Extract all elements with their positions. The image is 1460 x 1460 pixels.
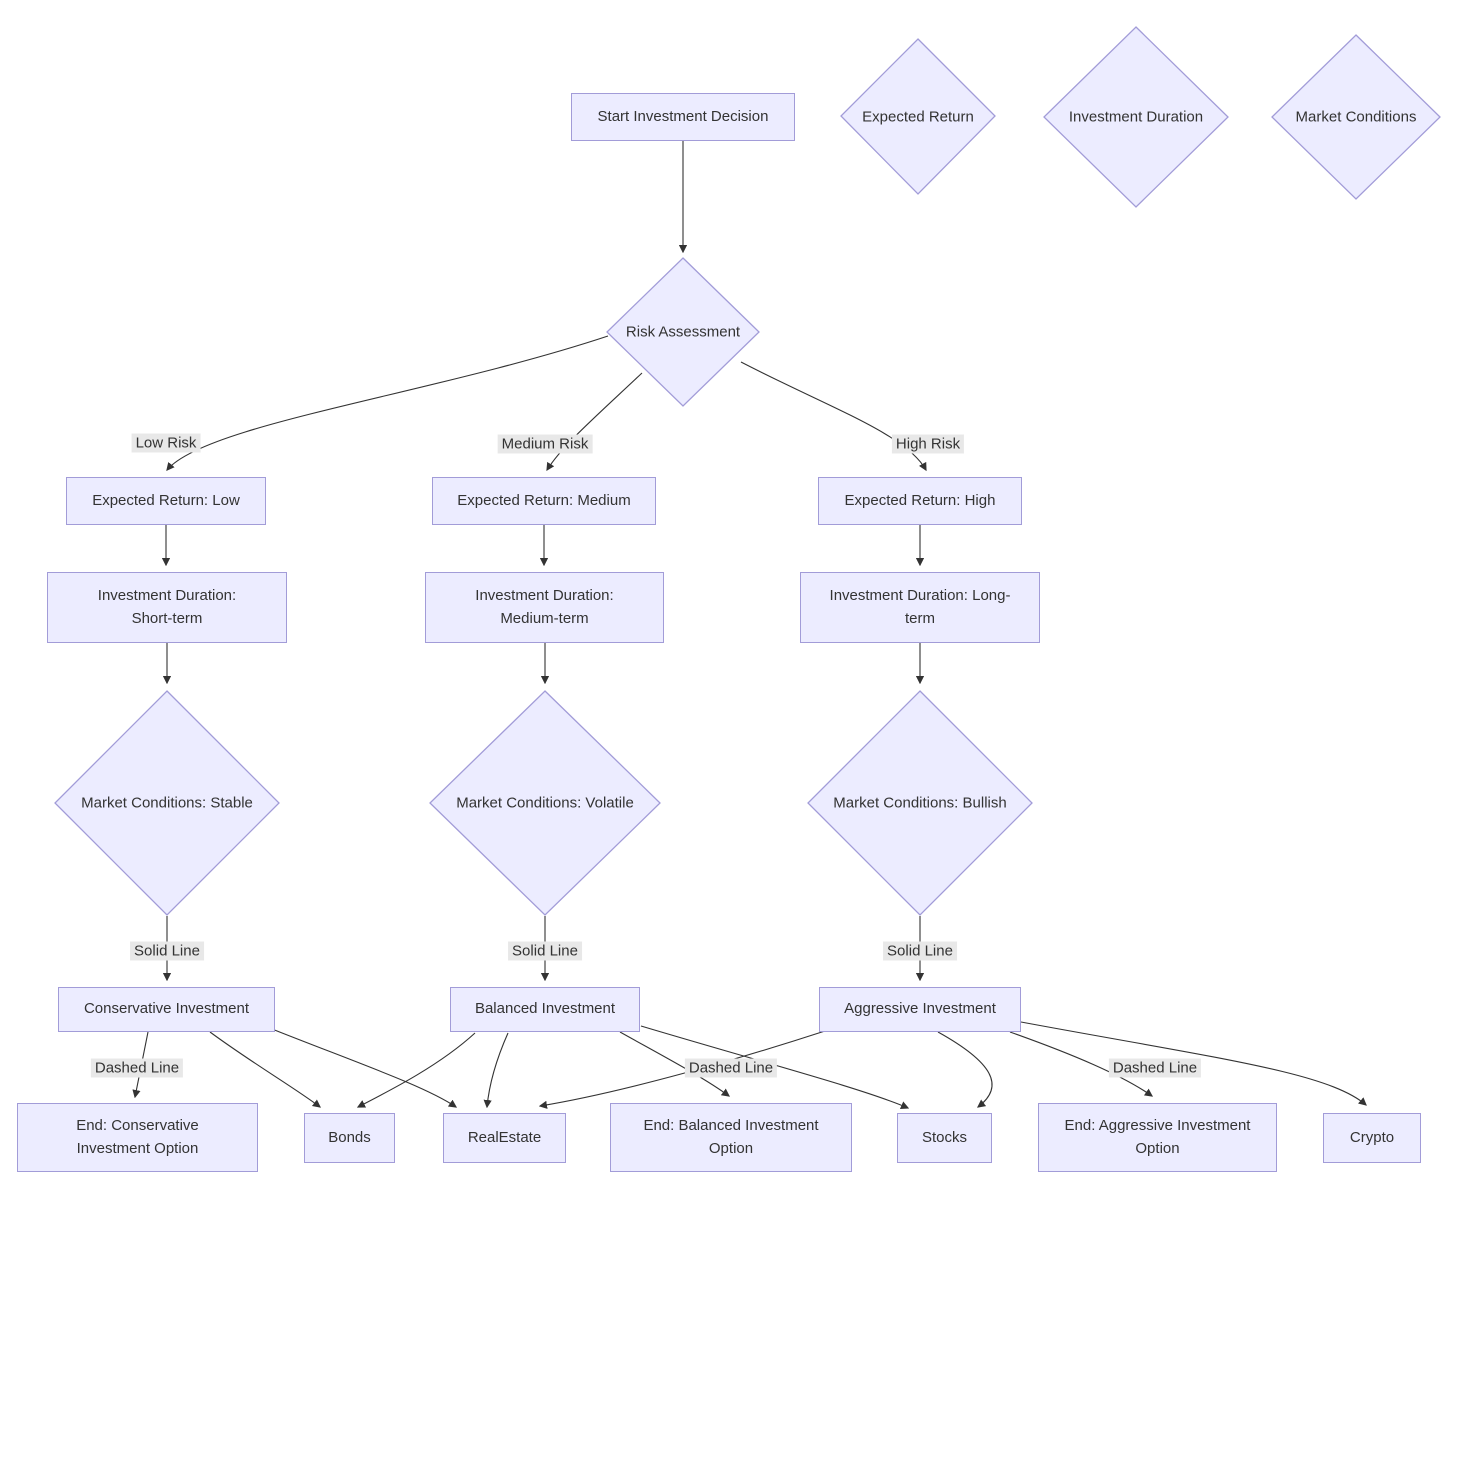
edge-label-low-risk: Low Risk [131,433,201,453]
node-risk-assessment-shape [606,257,760,407]
edge-label-high-risk: High Risk [891,434,965,454]
node-end-balanced-label: End: Balanced Investment Option [643,1117,819,1157]
node-risk-assessment-label: Risk Assessment [625,323,741,341]
node-balanced: Balanced Investment [450,987,640,1032]
node-id-long-label: Investment Duration: Long- term [829,587,1011,627]
node-conservative-label: Conservative Investment [83,1000,250,1018]
edge-risk-to-er-medium [546,372,643,472]
node-er-low: Expected Return: Low [66,477,266,525]
node-id-medium-label: Investment Duration: Medium-term [475,587,614,627]
node-conservative: Conservative Investment [58,987,275,1032]
edge-label-dashed-line-1: Dashed Line [90,1058,184,1078]
node-bonds-label: Bonds [328,1128,371,1146]
edge-aggressive-to-stocks [937,1031,993,1108]
edge-aggressive-to-crypto [1020,1021,1367,1106]
node-expected-return-shape [840,38,996,195]
node-mc-stable-label: Market Conditions: Stable [81,794,253,812]
node-balanced-label: Balanced Investment [474,1000,616,1018]
node-crypto-label: Crypto [1349,1128,1395,1146]
node-end-balanced: End: Balanced Investment Option [610,1103,852,1172]
edge-label-solid-line-3: Solid Line [883,941,957,961]
node-mc-bullish-shape [807,690,1033,916]
edge-conservative-to-realestate [271,1028,458,1108]
node-mc-bullish-label: Market Conditions: Bullish [833,794,1007,812]
node-aggressive-label: Aggressive Investment [844,1000,996,1018]
node-id-short: Investment Duration: Short-term [47,572,287,643]
edge-balanced-to-end [619,1031,730,1097]
node-market-conditions-shape [1271,34,1441,200]
node-mc-volatile-label: Market Conditions: Volatile [456,794,634,812]
node-market-conditions-label: Market Conditions [1295,108,1417,126]
node-end-aggressive-label: End: Aggressive Investment Option [1064,1117,1251,1157]
node-start: Start Investment Decision [571,93,795,141]
edge-label-solid-line-2: Solid Line [508,941,582,961]
node-realestate-label: RealEstate [467,1128,542,1146]
node-id-short-label: Investment Duration: Short-term [97,587,237,627]
node-id-medium: Investment Duration: Medium-term [425,572,664,643]
edge-aggressive-to-realestate [538,1030,826,1109]
node-end-aggressive: End: Aggressive Investment Option [1038,1103,1277,1172]
edge-risk-to-er-high [740,361,927,472]
node-er-medium-label: Expected Return: Medium [457,491,631,509]
node-realestate: RealEstate [443,1113,566,1163]
edge-label-medium-risk: Medium Risk [497,434,593,454]
node-crypto: Crypto [1323,1113,1421,1163]
node-mc-stable-shape [54,690,280,916]
edge-label-dashed-line-2: Dashed Line [684,1058,778,1078]
node-investment-duration-shape [1043,26,1229,208]
node-stocks: Stocks [897,1113,992,1163]
node-id-long: Investment Duration: Long- term [800,572,1040,643]
edge-balanced-to-stocks [640,1025,910,1110]
node-mc-volatile-shape [429,690,661,916]
node-investment-duration-label: Investment Duration [1068,108,1204,126]
edge-balanced-to-realestate [483,1032,509,1109]
node-er-high-label: Expected Return: High [844,491,996,509]
node-er-medium: Expected Return: Medium [432,477,656,525]
node-er-high: Expected Return: High [818,477,1022,525]
node-end-conservative: End: Conservative Investment Option [17,1103,258,1172]
edge-aggressive-to-end [1009,1031,1154,1097]
edge-label-dashed-line-3: Dashed Line [1108,1058,1202,1078]
node-expected-return-label: Expected Return [862,108,974,126]
node-start-label: Start Investment Decision [597,107,769,125]
node-end-conservative-label: End: Conservative Investment Option [76,1117,199,1157]
node-bonds: Bonds [304,1113,395,1163]
edge-label-solid-line-1: Solid Line [130,941,204,961]
node-aggressive: Aggressive Investment [819,987,1021,1032]
edge-balanced-to-bonds [356,1032,476,1108]
node-stocks-label: Stocks [921,1128,967,1146]
edge-conservative-to-bonds [209,1031,321,1108]
node-er-low-label: Expected Return: Low [92,491,240,509]
